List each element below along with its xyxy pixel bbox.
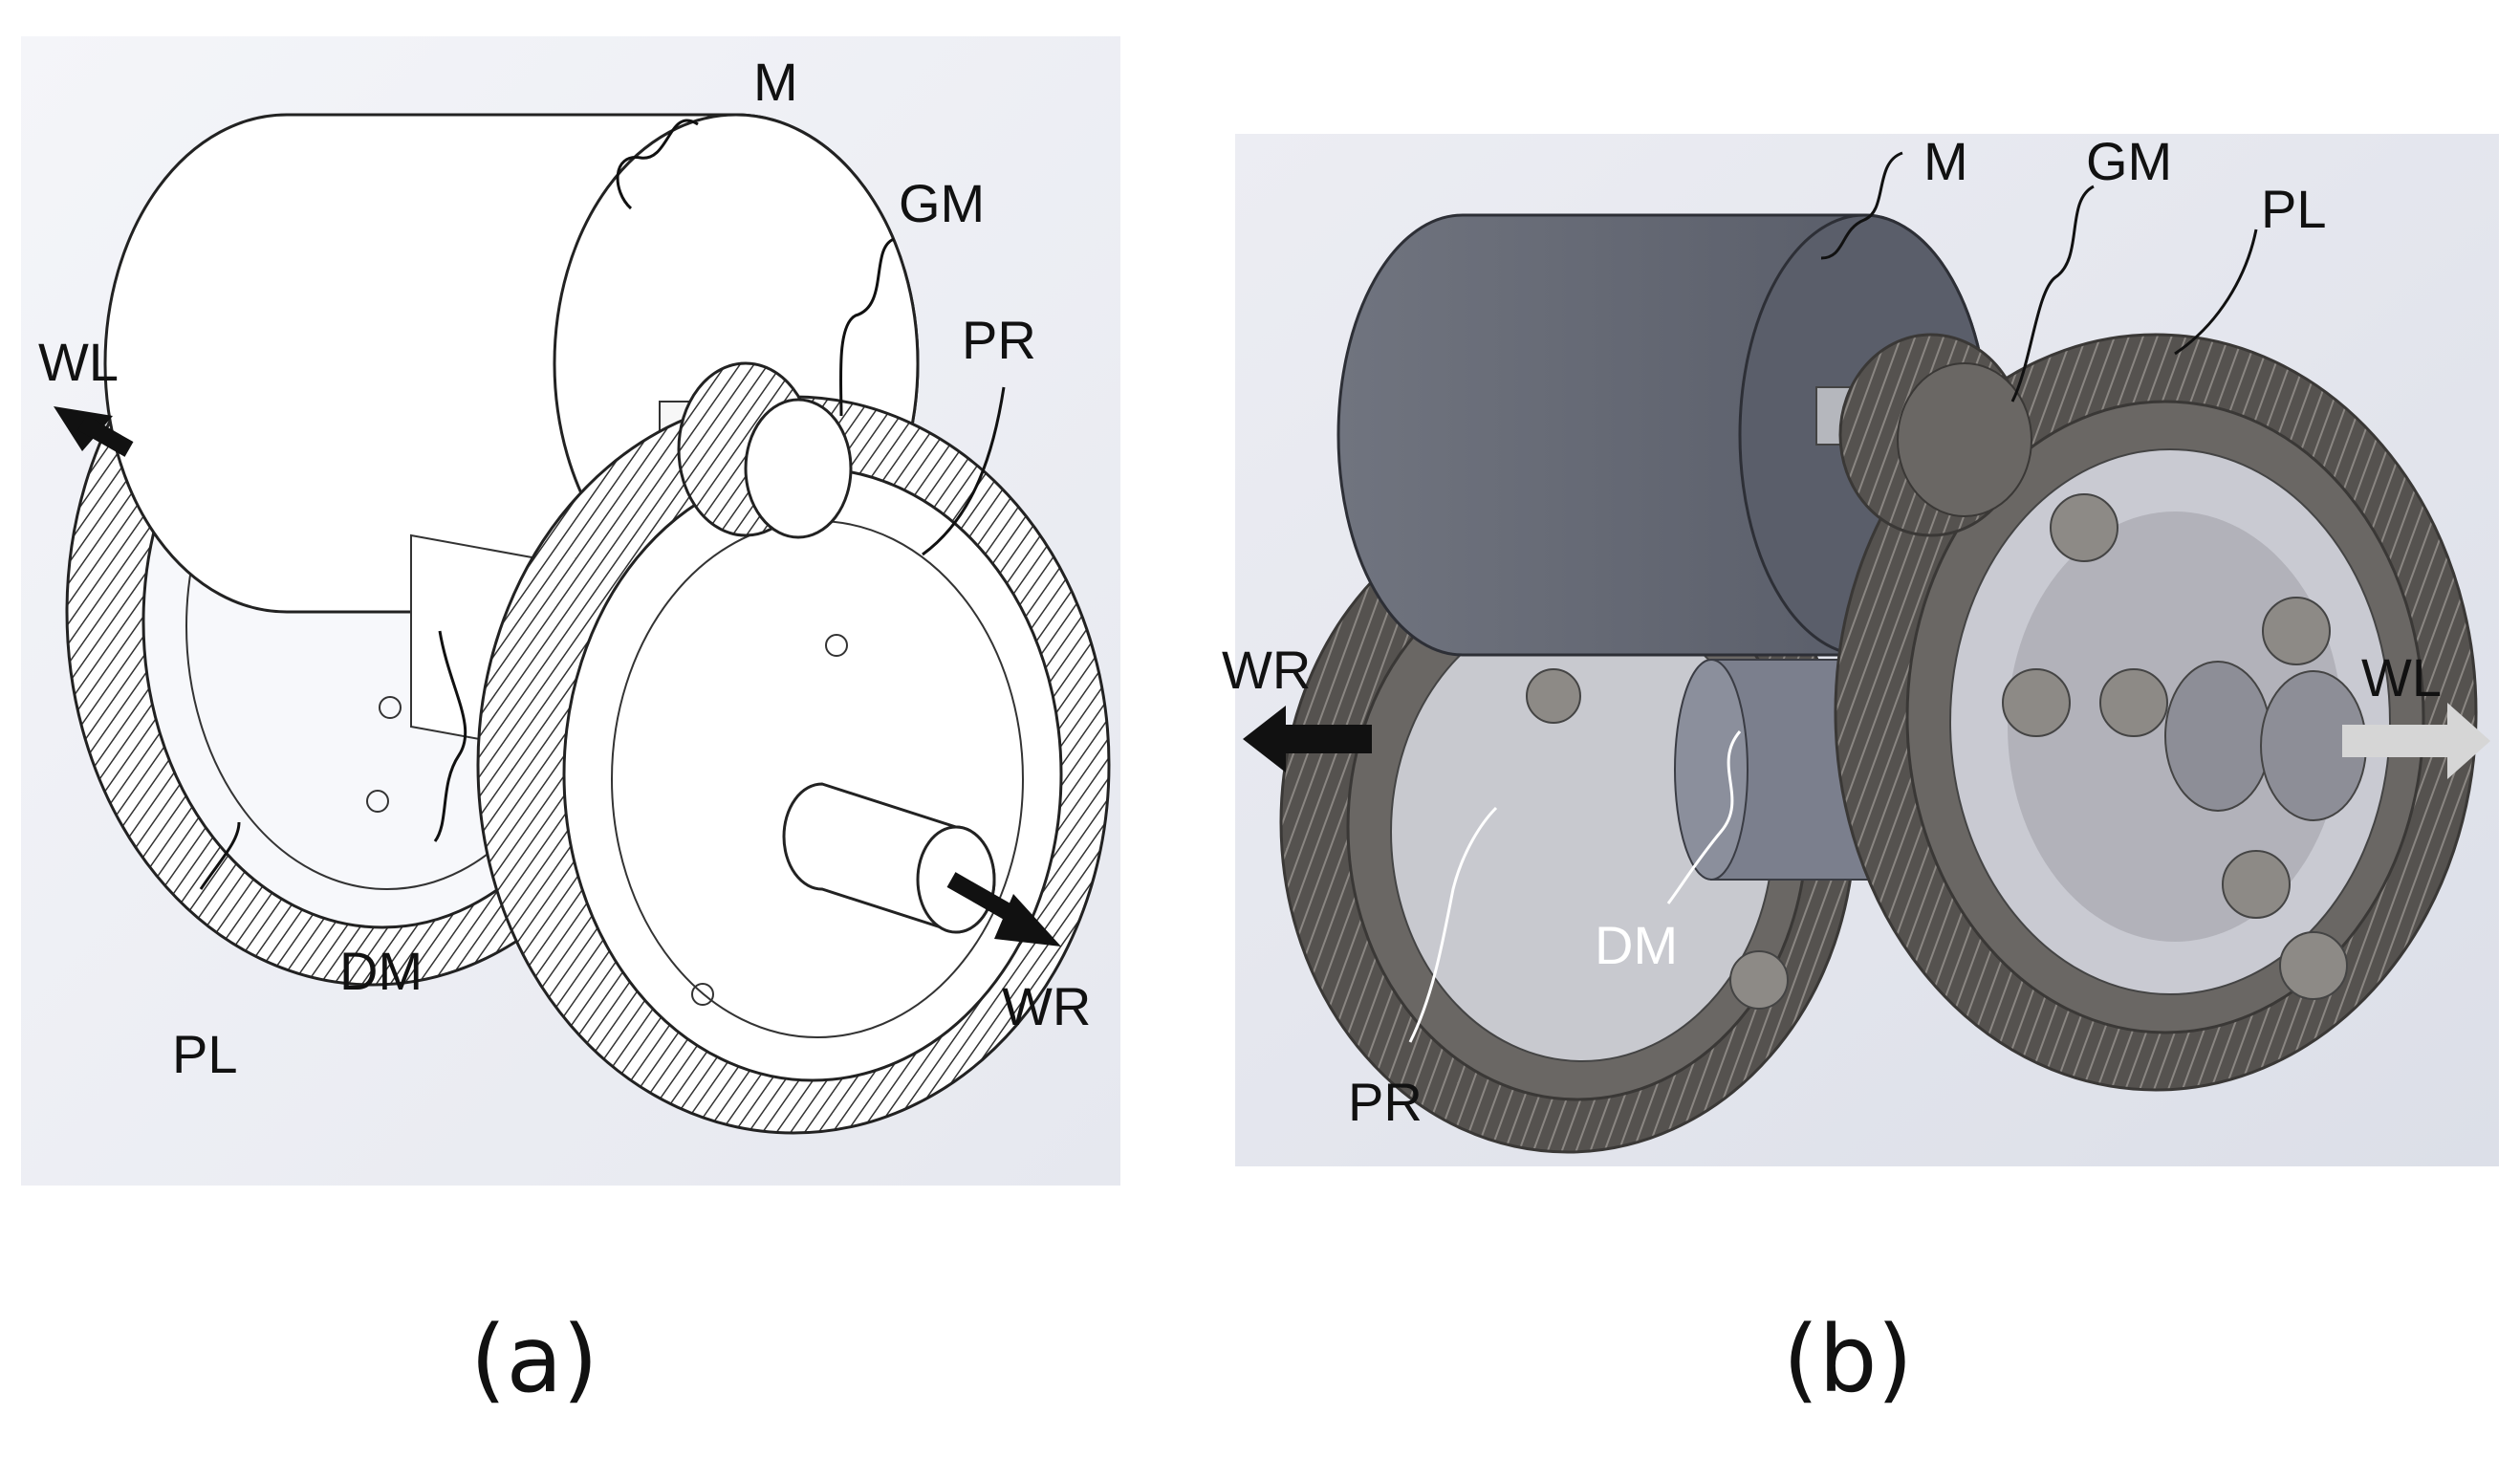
panel-a: M GM PR WL DM WR PL (a) <box>21 36 1120 1413</box>
label-wl-a: WL <box>38 332 119 392</box>
label-pl-a: PL <box>172 1024 238 1084</box>
label-pr-b: PR <box>1348 1072 1423 1132</box>
caption-a: (a) <box>470 1306 598 1413</box>
gear-motor-pinion-a <box>677 361 853 539</box>
right-gear-b <box>1834 333 2478 1092</box>
label-gm-b: GM <box>2086 131 2172 191</box>
label-wr-a: WR <box>1002 976 1091 1036</box>
differential-motor-b <box>1674 659 1875 881</box>
arrow-wr-b <box>1243 706 1372 773</box>
label-gm-a: GM <box>899 173 985 233</box>
arrow-wr-a <box>946 872 1061 947</box>
label-pl-b: PL <box>2261 179 2327 239</box>
label-m-b: M <box>1923 131 1968 191</box>
gear-motor-pinion-b <box>1838 333 2032 537</box>
panel-b: M GM PL WR WL DM PR (b) <box>1222 131 2499 1413</box>
arrow-wl-b <box>2342 703 2490 779</box>
label-dm-b: DM <box>1595 915 1678 975</box>
label-wl-b: WL <box>2361 647 2442 707</box>
label-wr-b: WR <box>1222 640 1311 700</box>
label-m-a: M <box>753 52 798 112</box>
arrow-wl-a <box>54 406 134 457</box>
label-pr-a: PR <box>962 310 1036 370</box>
right-gear-a <box>476 395 1111 1135</box>
label-dm-a: DM <box>339 941 423 1001</box>
caption-b: (b) <box>1783 1306 1913 1413</box>
